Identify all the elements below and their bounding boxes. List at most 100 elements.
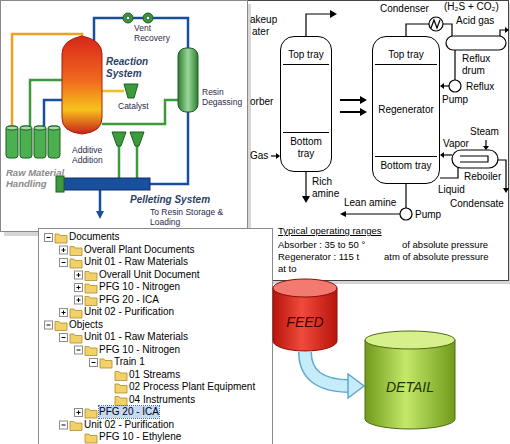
folder-icon xyxy=(70,247,82,256)
additive-hopper xyxy=(130,132,144,146)
folder-icon xyxy=(115,384,127,393)
vent-valve xyxy=(123,13,133,23)
expand-box xyxy=(60,259,68,267)
expand-box xyxy=(60,309,68,317)
process-line xyxy=(500,30,505,36)
pipe xyxy=(150,112,188,184)
folder-icon xyxy=(55,322,67,331)
pipe xyxy=(44,100,62,126)
pipe xyxy=(102,90,124,93)
store-name: DETAIL xyxy=(386,379,434,395)
process-line xyxy=(444,154,452,155)
system-label: Pelleting System xyxy=(130,194,210,206)
folder-icon xyxy=(85,297,97,306)
cylinder-top xyxy=(365,331,455,349)
pipe xyxy=(94,18,188,48)
pellet-output-arrow xyxy=(96,211,104,219)
expand-box xyxy=(75,296,83,304)
expand-sign xyxy=(62,337,66,338)
reflux-drum-symbol xyxy=(446,36,506,50)
expand-sign xyxy=(47,325,51,326)
operating-note: atm of absolute pressure xyxy=(384,252,489,263)
cylinder-body xyxy=(365,340,455,429)
arrowhead xyxy=(503,188,509,193)
flow-arrow xyxy=(305,352,364,398)
vent-valve xyxy=(126,16,130,20)
expand-sign xyxy=(63,248,64,252)
folder-icon xyxy=(85,347,97,356)
table-heading: Typical operating ranges xyxy=(278,226,382,237)
condenser-symbol xyxy=(429,17,443,31)
pump-symbol xyxy=(400,208,412,220)
arrowhead xyxy=(440,152,444,158)
store-name: FEED xyxy=(286,314,323,330)
process-line xyxy=(340,99,360,101)
operating-note: of absolute pressure xyxy=(402,240,488,251)
pipe xyxy=(30,80,62,126)
expand-sign xyxy=(63,311,64,315)
column-label: Bottom tray xyxy=(283,132,329,159)
vent-valve xyxy=(123,13,153,23)
folder-icon xyxy=(115,397,127,406)
tree-item: Overall Plant Documents xyxy=(84,244,195,256)
raw-material-tank xyxy=(48,126,60,130)
pelleting-extruder xyxy=(56,176,150,192)
raw-material-tank xyxy=(34,126,46,130)
process-line xyxy=(306,14,330,36)
vent-valve xyxy=(146,16,150,20)
reboiler-symbol xyxy=(460,156,488,162)
expand-sign xyxy=(62,425,66,426)
condenser-symbol xyxy=(429,17,443,31)
arrowhead xyxy=(505,27,509,33)
reactor-vessel xyxy=(62,36,102,134)
reactor-vessel xyxy=(62,36,102,134)
vent-valve xyxy=(143,13,153,23)
folder-icon xyxy=(100,359,112,368)
expand-sign xyxy=(78,273,79,277)
stream-label: Condensate xyxy=(450,198,504,210)
arrowhead xyxy=(440,83,444,89)
stream-label: Vapor xyxy=(443,138,469,150)
expand-box xyxy=(60,246,68,254)
raw-material-tank xyxy=(20,126,32,158)
condenser-symbol xyxy=(431,20,440,28)
tree-panel xyxy=(39,229,273,444)
process-line xyxy=(406,24,429,36)
plant-panel xyxy=(1,1,252,237)
system-label: Catalyst xyxy=(118,102,149,112)
raw-material-tank xyxy=(6,126,60,158)
folder-icon xyxy=(85,272,97,281)
folder-icon xyxy=(70,259,82,268)
process-line xyxy=(271,155,276,156)
pipe xyxy=(136,146,139,178)
expand-box xyxy=(45,234,53,242)
arrow-shaft xyxy=(305,352,350,386)
tree-item: 02 Process Plant Equipment xyxy=(129,381,255,393)
catalyst-bin xyxy=(124,84,138,98)
raw-material-tank xyxy=(48,126,60,158)
pelleting-extruder xyxy=(56,176,64,192)
expand-box xyxy=(60,421,68,429)
expand-box xyxy=(45,321,53,329)
pump-symbol xyxy=(449,80,461,92)
equipment-label: Reflux drum xyxy=(462,53,506,76)
folder-icon xyxy=(55,234,67,243)
arrowhead xyxy=(360,96,367,104)
tree-item: Documents xyxy=(69,231,120,243)
folder-icon xyxy=(70,422,82,431)
arrowhead xyxy=(302,196,310,203)
detail-cylinder: DETAIL xyxy=(364,330,456,430)
folder-icon xyxy=(85,434,97,443)
process-line xyxy=(454,50,455,80)
operating-note: at to xyxy=(278,264,297,275)
expand-box xyxy=(75,284,83,292)
tree-item: 04 Instruments xyxy=(129,394,195,406)
cylinder-top xyxy=(273,279,337,297)
pellet-output-arrow xyxy=(96,211,104,219)
folder-icon xyxy=(115,372,127,381)
equipment-label: orber xyxy=(250,96,273,108)
reflux-drum-symbol xyxy=(446,36,506,50)
tree-item: PFG 20 - ICA xyxy=(99,406,159,418)
system-label: Resin Degassing xyxy=(202,88,246,108)
tree-item: PFG 20 - ICA xyxy=(99,294,159,306)
